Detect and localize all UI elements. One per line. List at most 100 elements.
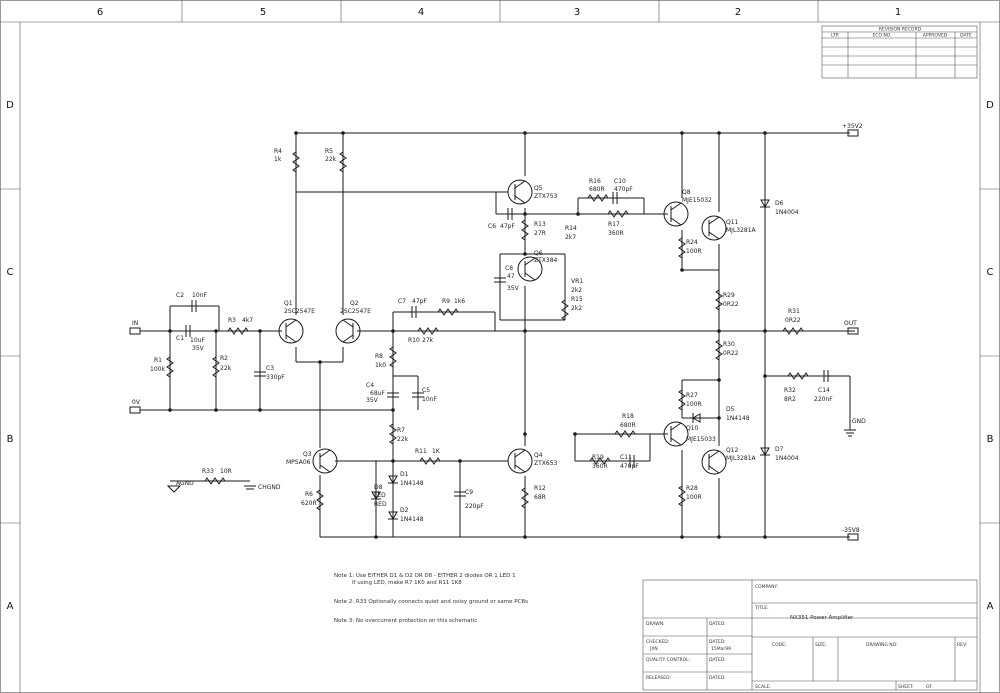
label-d5: D5 [726,406,735,413]
net-label-pos-rail: +35V2 [842,123,863,130]
label-r24: R24 [686,239,698,246]
value-c14: 220nF [814,396,833,403]
label-d1: D1 [400,471,409,478]
value-c2: 10nF [192,292,207,299]
zone-row-label: C [987,267,994,278]
label-c11: C11 [620,454,632,461]
net-label-in: IN [132,320,138,327]
title-block: COMPANY: TITLE: NX351 Power Amplifier DR… [642,579,978,691]
value-r5: 22k [325,156,337,163]
title-block-drawing-no-label: DRAWING NO: [866,642,898,648]
label-r11: R11 [415,448,427,455]
zone-column-label: 6 [97,7,103,18]
value-r3: 4k7 [242,317,253,324]
zone-column-label: 5 [260,7,266,18]
value-r31: 0R22 [785,317,801,324]
label-r9: R9 [442,298,450,305]
net-label-neg-rail: -35V8 [842,527,860,534]
label-c5: C5 [422,387,430,394]
title-block-code-label: CODE: [772,642,787,648]
label-r8: R8 [375,353,383,360]
revision-header: DATE [960,33,972,39]
title-block-of-label: OF [926,684,933,690]
part-q12: MJL3281A [726,455,757,462]
transistor-symbols [278,179,727,475]
net-label-0v: 0V [132,399,141,406]
value-r24: 100R [686,248,702,255]
label-q2: Q2 [350,300,359,307]
label-r12: R12 [534,485,546,492]
title-block-drawn-label: DRAWN: [646,621,665,627]
label-c4: C4 [366,382,374,389]
value-r7: 22k [397,436,409,443]
label-c3: C3 [266,365,274,372]
value-r6: 620R [301,500,317,507]
diode-symbols [371,199,770,521]
label-q6: Q6 [534,250,543,257]
part-d6: 1N4004 [775,209,799,216]
title-block-checked-date: 15Mar99 [711,646,731,652]
label-q11: Q11 [726,219,739,226]
revision-record-table: REVISION RECORD LTR ECO NO. APPROVED DAT… [821,25,978,79]
part-q3: MPSA06 [286,459,311,466]
note-line: Note 1: Use EITHER D1 & D2 OR D8 - EITHE… [334,573,516,579]
title-block-sheet-label: SHEET: [898,684,914,690]
value-c8: 47 [507,273,515,280]
label-q8: Q8 [682,189,691,196]
value-c9: 220pF [465,503,484,510]
schematic-notes: Note 1: Use EITHER D1 & D2 OR D8 - EITHE… [334,573,528,624]
label-c8: C8 [505,265,513,272]
part-q11: MJL3281A [726,227,757,234]
part-q2: 2SC2547E [340,308,371,315]
zone-row-label: C [7,267,14,278]
part-d1: 1N4148 [400,480,424,487]
title-block-title-value: NX351 Power Amplifier [790,615,854,621]
voltage-c4: 35V [366,397,379,404]
capacitor-symbols [185,192,829,497]
label-c14: C14 [818,387,830,394]
zone-row-label: D [986,100,994,111]
value-r4: 1k [274,156,282,163]
value-r33: 10R [220,468,232,475]
label-r1: R1 [154,357,162,364]
color-d8: RED [374,501,387,508]
value-c10: 470pF [614,186,633,193]
net-label-agnd: AGND [176,480,194,487]
title-block-size-label: SIZE: [815,642,827,648]
label-c6: C6 [488,223,496,230]
value-r10: 27k [422,337,434,344]
title-block-scale-label: SCALE: [755,684,771,690]
note-line: Note 2: R33 Optionally connects quiet an… [334,599,528,605]
zone-row-label: B [7,434,14,445]
label-r5: R5 [325,148,333,155]
part-q8: MJE15032 [682,197,712,204]
title-block-checked-value: JXN [649,646,658,652]
title-block-checked-label: CHECKED: [646,639,669,645]
zone-row-label: D [6,100,14,111]
label-q10: Q10 [686,425,699,432]
label-r30: R30 [723,341,735,348]
label-q4: Q4 [534,452,543,459]
wiring [140,132,855,538]
label-vr1: VR1 [571,278,583,285]
label-c10: C10 [614,178,626,185]
value-r18: 680R [620,422,636,429]
zone-column-label: 3 [574,7,580,18]
value-r15: 2k2 [571,305,582,312]
junction-dots [168,131,767,539]
value-r8: 1k0 [375,362,386,369]
value-r32: 8R2 [784,396,796,403]
label-r4: R4 [274,148,282,155]
net-label-gnd: GND [852,418,866,425]
zone-column-label: 1 [895,7,901,18]
value-r28: 100R [686,494,702,501]
revision-header: LTR [831,33,839,39]
part-q10: MJE15033 [686,436,716,443]
title-block-dated-label: DATED: [709,675,726,681]
label-c7: C7 [398,298,406,305]
part-q4: ZTX653 [534,460,558,467]
value-r30: 0R22 [723,350,739,357]
label-q1: Q1 [284,300,293,307]
value-c5: 10nF [422,396,437,403]
